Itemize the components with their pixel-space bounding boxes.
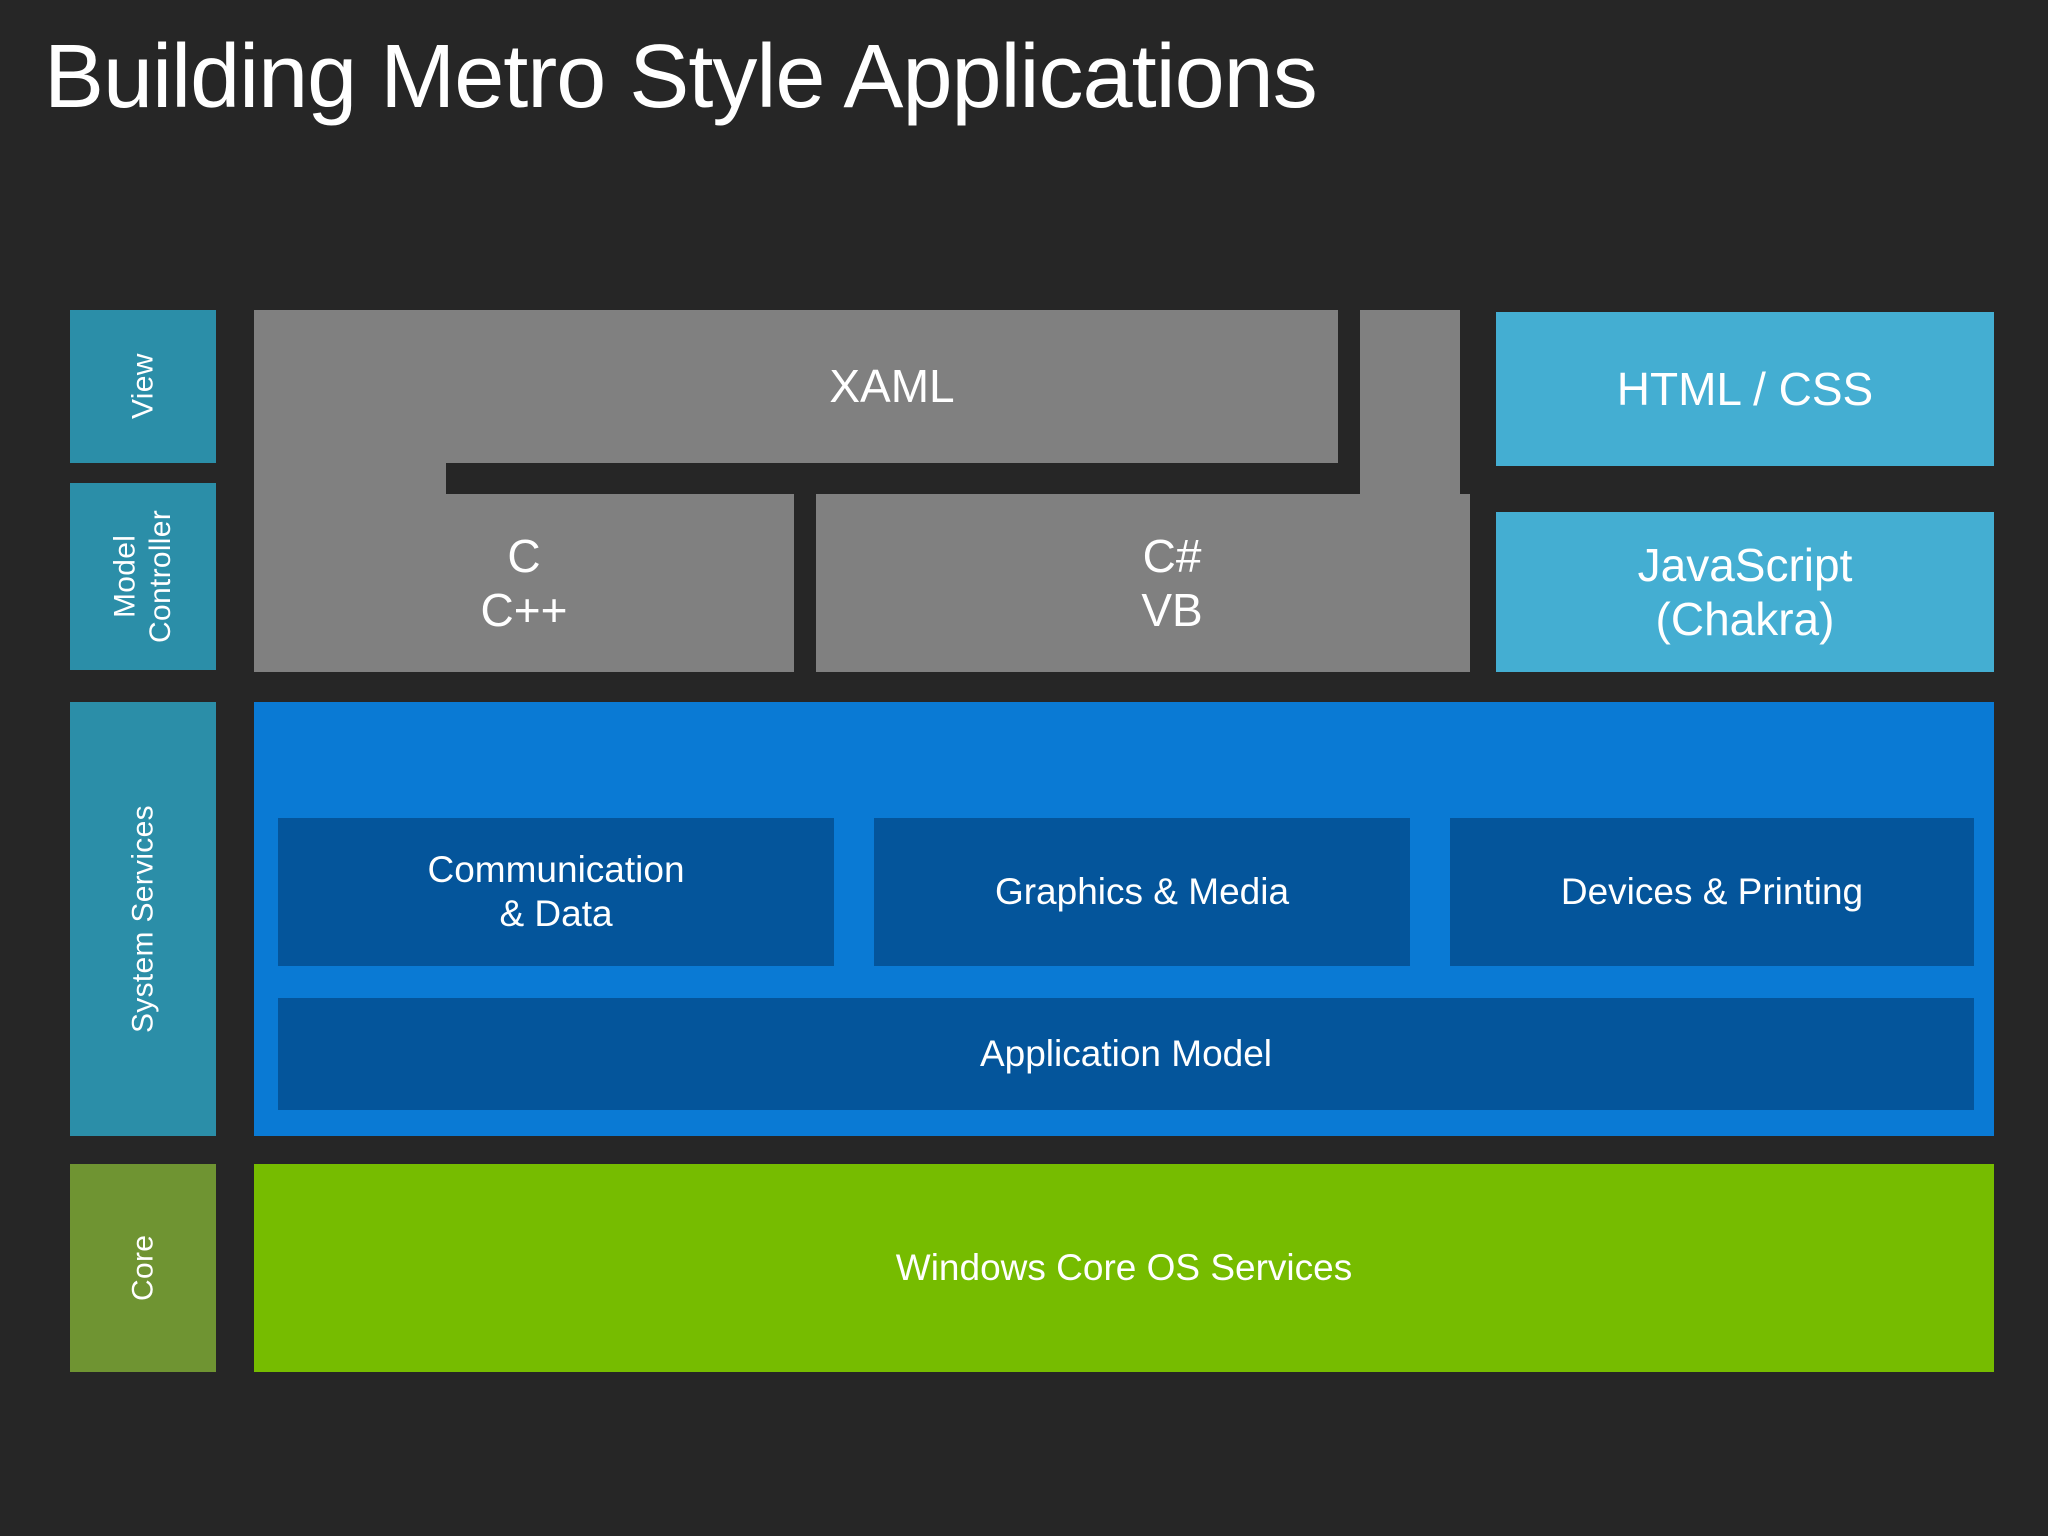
rail-item-system-services-label: System Services <box>126 805 160 1033</box>
graphics-and-media-label: Graphics & Media <box>994 871 1290 913</box>
javascript-box[interactable]: JavaScript (Chakra) <box>1496 512 1994 672</box>
native-languages-box[interactable]: C C++ <box>254 494 794 672</box>
communication-and-data-tile[interactable]: Communication & Data <box>278 818 834 966</box>
application-model-label: Application Model <box>979 1033 1273 1075</box>
javascript-label: JavaScript (Chakra) <box>1637 538 1853 645</box>
html-css-box[interactable]: HTML / CSS <box>1496 312 1994 466</box>
application-model-tile[interactable]: Application Model <box>278 998 1974 1110</box>
system-services-container: Communication & Data Graphics & Media De… <box>254 702 1994 1136</box>
rail-item-view-label: View <box>126 353 160 420</box>
xaml-label: XAML <box>829 360 955 413</box>
managed-languages-label: C# VB <box>1141 529 1203 636</box>
rail-item-core-label: Core <box>126 1234 160 1302</box>
rail-item-model-controller[interactable]: Model Controller <box>70 483 216 670</box>
managed-languages-box[interactable]: C# VB <box>874 494 1470 672</box>
graphics-and-media-tile[interactable]: Graphics & Media <box>874 818 1410 966</box>
native-languages-label: C C++ <box>480 529 568 636</box>
notch-right <box>1338 310 1360 470</box>
windows-core-os-services-label: Windows Core OS Services <box>895 1247 1353 1289</box>
notch-between-language-boxes <box>794 472 816 672</box>
devices-and-printing-label: Devices & Printing <box>1560 871 1864 913</box>
xaml-box[interactable]: XAML <box>446 310 1338 463</box>
notch-under-xaml <box>446 463 1360 494</box>
rail-item-view[interactable]: View <box>70 310 216 463</box>
rail-item-system-services[interactable]: System Services <box>70 702 216 1136</box>
communication-and-data-label: Communication & Data <box>427 849 685 934</box>
windows-core-os-services-bar[interactable]: Windows Core OS Services <box>254 1164 1994 1372</box>
devices-and-printing-tile[interactable]: Devices & Printing <box>1450 818 1974 966</box>
rail-item-model-controller-label: Model Controller <box>108 509 177 644</box>
html-css-label: HTML / CSS <box>1616 362 1874 415</box>
rail-item-core[interactable]: Core <box>70 1164 216 1372</box>
page-title: Building Metro Style Applications <box>44 27 1318 127</box>
